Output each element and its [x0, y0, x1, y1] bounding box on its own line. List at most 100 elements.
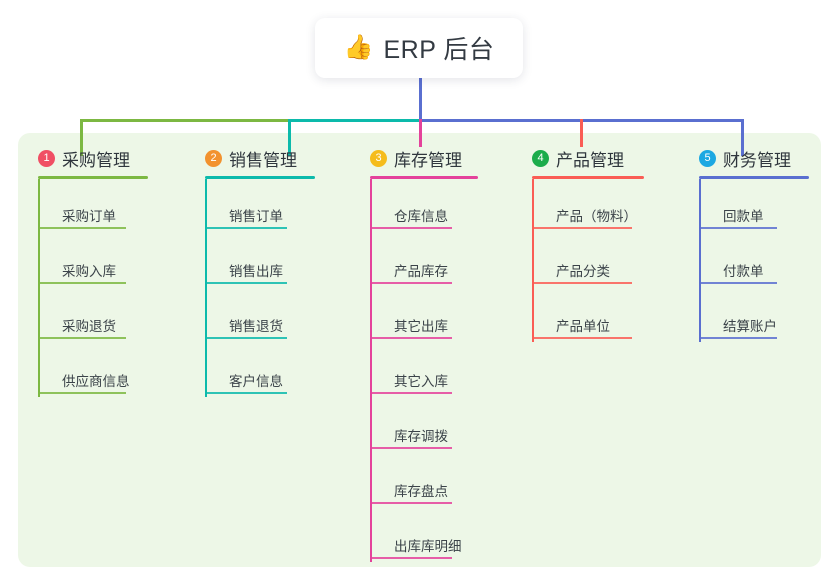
leaf-item[interactable]: 结算账户: [699, 289, 809, 344]
leaf-item[interactable]: 其它入库: [370, 344, 478, 399]
leaf-underline: [370, 447, 452, 449]
connector-segment-teal: [288, 119, 420, 122]
branch-badge-4: 4: [532, 149, 549, 167]
leaf-underline: [370, 227, 452, 229]
branch-spine-5: [699, 179, 701, 342]
branch-underline-1: [38, 176, 148, 179]
branch-badge-5: 5: [699, 149, 716, 167]
branch-spine-1: [38, 179, 40, 397]
leaf-item[interactable]: 产品单位: [532, 289, 644, 344]
branch-title-5: 财务管理: [723, 150, 791, 170]
leaf-item[interactable]: 客户信息: [205, 344, 315, 399]
leaf-item[interactable]: 仓库信息: [370, 179, 478, 234]
leaf-item[interactable]: 销售退货: [205, 289, 315, 344]
leaf-item[interactable]: 其它出库: [370, 289, 478, 344]
leaf-item[interactable]: 库存盘点: [370, 454, 478, 509]
leaf-label: 销售出库: [229, 264, 283, 279]
leaf-label: 结算账户: [723, 319, 777, 334]
leaf-item[interactable]: 库存调拨: [370, 399, 478, 454]
leaf-underline: [532, 337, 632, 339]
connector-trunk: [419, 78, 422, 122]
branch-leaf-list-2: 销售订单销售出库销售退货客户信息: [205, 179, 315, 399]
branch-header-1[interactable]: 1 采购管理: [38, 146, 148, 170]
leaf-item[interactable]: 采购退货: [38, 289, 148, 344]
leaf-item[interactable]: 销售订单: [205, 179, 315, 234]
leaf-underline: [699, 337, 777, 339]
leaf-label: 回款单: [723, 209, 764, 224]
leaf-underline: [370, 557, 452, 559]
branch-header-3[interactable]: 3 库存管理: [370, 146, 478, 170]
leaf-item[interactable]: 产品（物料）: [532, 179, 644, 234]
branch-column-3: 3 库存管理仓库信息产品库存其它出库其它入库库存调拨库存盘点出库库明细: [370, 146, 478, 564]
leaf-label: 供应商信息: [62, 374, 130, 389]
branch-header-4[interactable]: 4 产品管理: [532, 146, 644, 170]
root-node[interactable]: 👍 ERP 后台: [315, 18, 523, 78]
leaf-item[interactable]: 供应商信息: [38, 344, 148, 399]
branch-title-2: 销售管理: [229, 150, 297, 170]
leaf-underline: [205, 282, 287, 284]
branch-column-5: 5 财务管理回款单付款单结算账户: [699, 146, 809, 344]
leaf-label: 采购入库: [62, 264, 116, 279]
branches-panel: [18, 133, 821, 567]
leaf-item[interactable]: 付款单: [699, 234, 809, 289]
leaf-item[interactable]: 出库库明细: [370, 509, 478, 564]
connector-segment-green: [80, 119, 289, 122]
branch-badge-2: 2: [205, 149, 222, 167]
leaf-underline: [38, 282, 126, 284]
leaf-item[interactable]: 产品库存: [370, 234, 478, 289]
leaf-underline: [38, 392, 126, 394]
branch-leaf-list-5: 回款单付款单结算账户: [699, 179, 809, 344]
leaf-item[interactable]: 产品分类: [532, 234, 644, 289]
leaf-label: 产品单位: [556, 319, 610, 334]
leaf-item[interactable]: 采购订单: [38, 179, 148, 234]
branch-title-1: 采购管理: [62, 150, 130, 170]
leaf-underline: [532, 227, 632, 229]
connector-segment-blue: [419, 119, 742, 122]
leaf-item[interactable]: 销售出库: [205, 234, 315, 289]
leaf-item[interactable]: 采购入库: [38, 234, 148, 289]
branch-badge-3: 3: [370, 149, 387, 167]
branch-underline-2: [205, 176, 315, 179]
leaf-underline: [699, 227, 777, 229]
leaf-label: 产品库存: [394, 264, 448, 279]
leaf-underline: [205, 337, 287, 339]
leaf-underline: [532, 282, 632, 284]
branch-leaf-list-3: 仓库信息产品库存其它出库其它入库库存调拨库存盘点出库库明细: [370, 179, 478, 564]
leaf-underline: [205, 392, 287, 394]
branch-badge-1: 1: [38, 149, 55, 167]
leaf-underline: [370, 502, 452, 504]
branch-header-5[interactable]: 5 财务管理: [699, 146, 809, 170]
leaf-underline: [205, 227, 287, 229]
branch-column-2: 2 销售管理销售订单销售出库销售退货客户信息: [205, 146, 315, 399]
leaf-label: 采购退货: [62, 319, 116, 334]
branch-column-4: 4 产品管理产品（物料） 产品分类产品单位: [532, 146, 644, 344]
branch-spine-3: [370, 179, 372, 562]
leaf-label: 产品分类: [556, 264, 610, 279]
leaf-label: 销售退货: [229, 319, 283, 334]
branch-column-1: 1 采购管理采购订单采购入库采购退货供应商信息: [38, 146, 148, 399]
branch-title-3: 库存管理: [394, 150, 462, 170]
leaf-label: 其它出库: [394, 319, 448, 334]
branch-header-2[interactable]: 2 销售管理: [205, 146, 315, 170]
thumbs-up-icon: 👍: [343, 34, 374, 61]
leaf-underline: [38, 337, 126, 339]
leaf-label: 库存盘点: [394, 484, 448, 499]
leaf-item[interactable]: 回款单: [699, 179, 809, 234]
branch-title-4: 产品管理: [556, 150, 624, 170]
leaf-underline: [370, 282, 452, 284]
leaf-label: 出库库明细: [394, 539, 462, 554]
leaf-label: 付款单: [723, 264, 764, 279]
leaf-label: 采购订单: [62, 209, 116, 224]
leaf-underline: [38, 227, 126, 229]
leaf-label: 库存调拨: [394, 429, 448, 444]
leaf-label: 产品（物料）: [556, 209, 637, 224]
leaf-label: 其它入库: [394, 374, 448, 389]
branch-leaf-list-1: 采购订单采购入库采购退货供应商信息: [38, 179, 148, 399]
branch-underline-4: [532, 176, 644, 179]
leaf-underline: [370, 392, 452, 394]
branch-spine-2: [205, 179, 207, 397]
leaf-label: 销售订单: [229, 209, 283, 224]
branch-underline-3: [370, 176, 478, 179]
root-title: ERP 后台: [383, 36, 495, 64]
